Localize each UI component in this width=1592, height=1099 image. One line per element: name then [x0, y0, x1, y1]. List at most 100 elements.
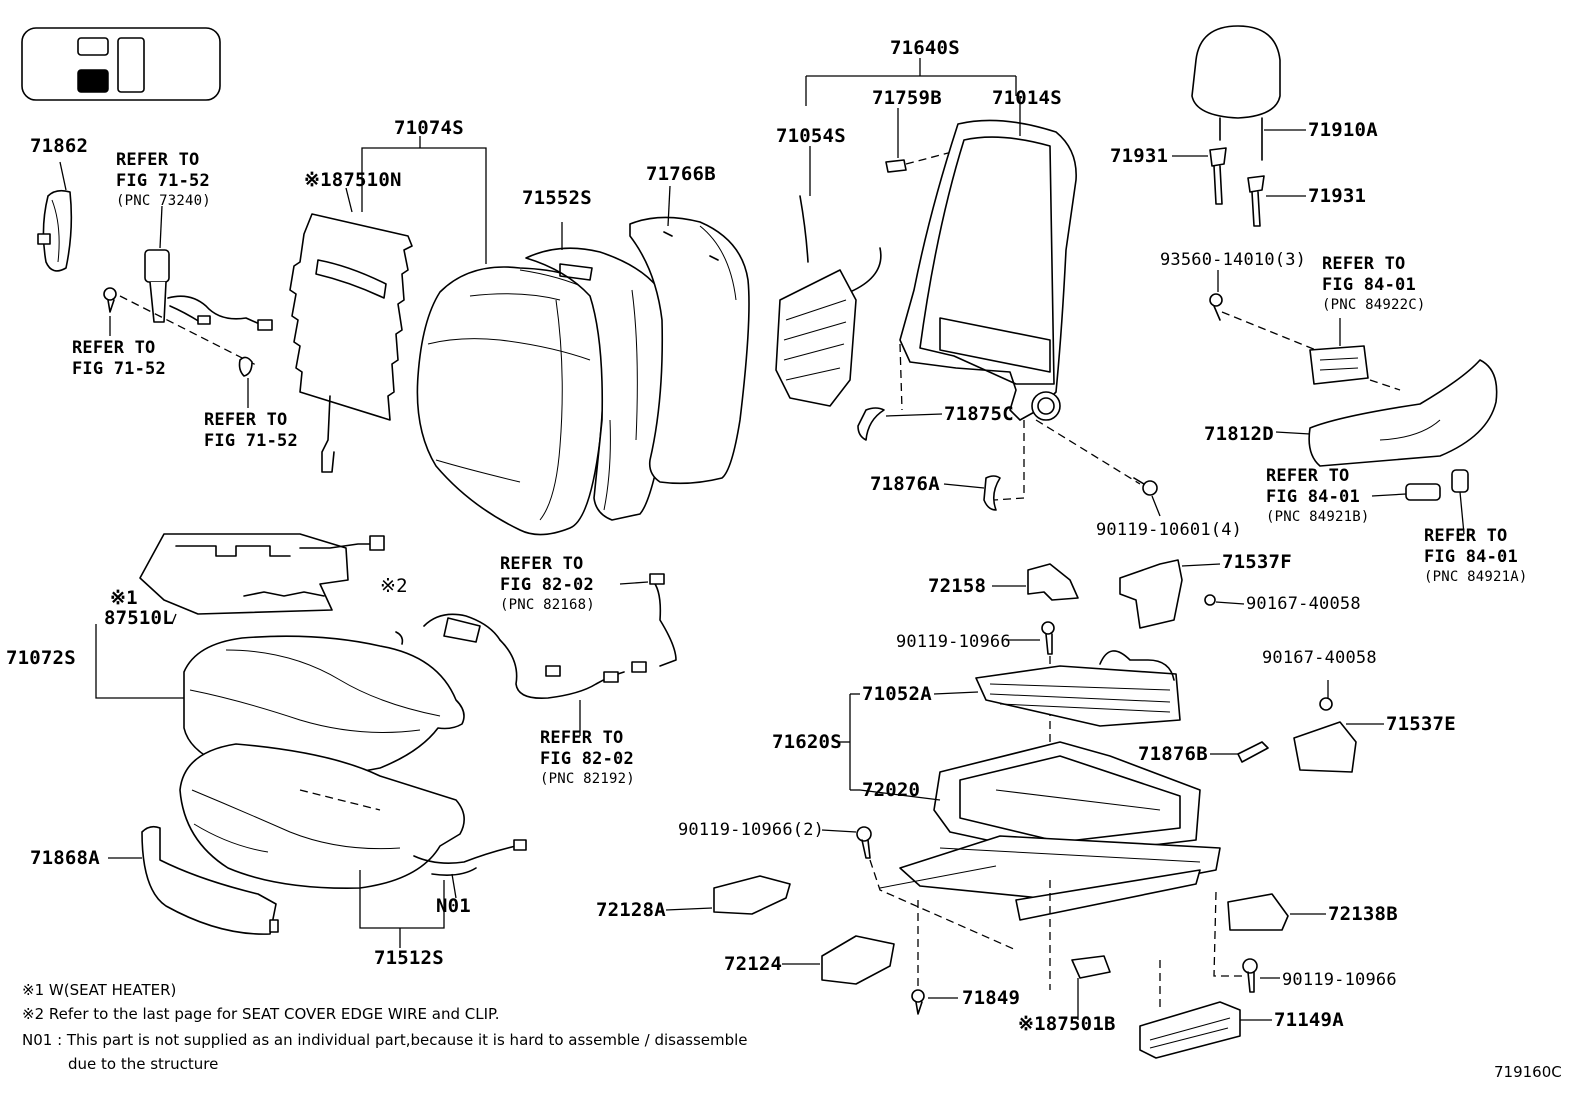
part-71849-clip	[911, 900, 958, 1015]
ref-fig71-52-b: REFER TO FIG 71-52	[72, 338, 166, 380]
part-71537E-bracket	[1293, 680, 1384, 773]
part-buckle-harness	[103, 205, 273, 408]
part-switch-knob-a	[1451, 469, 1469, 535]
ref-fig71-52-b-line1: REFER TO	[72, 338, 156, 358]
part-71640S-bracket-lines	[805, 58, 1017, 106]
ref-fig84-01-c-line1: REFER TO	[1424, 526, 1508, 546]
label-71072S: 71072S	[6, 647, 76, 669]
part-71512S-cushion-pad	[179, 743, 465, 948]
part-71149A-cover	[1139, 960, 1272, 1059]
label-93560-14010: 93560-14010(3)	[1160, 250, 1307, 270]
label-71876A: 71876A	[870, 473, 940, 495]
label-71868A: 71868A	[30, 847, 100, 869]
label-71862: 71862	[30, 135, 89, 157]
part-71931-guide	[1172, 147, 1306, 227]
ref-fig84-01-b-line1: REFER TO	[1266, 466, 1350, 486]
mark-2-clip: ※2	[380, 575, 408, 597]
label-71812D: 71812D	[1204, 423, 1274, 445]
note-seat-heater: ※1 W(SEAT HEATER)	[22, 981, 177, 999]
label-N01: N01	[436, 895, 471, 917]
label-90119-10966-2: 90119-10966(2)	[678, 820, 825, 840]
ref-fig82-02-b-line2: FIG 82-02	[540, 749, 634, 769]
label-71054S: 71054S	[776, 125, 846, 147]
mark-1-87501B: ※1	[1018, 1013, 1046, 1035]
part-71812D-shield	[1275, 359, 1498, 467]
ref-fig84-01-b: REFER TO FIG 84-01 (PNC 84921B)	[1266, 466, 1370, 526]
ref-fig84-01-a-line1: REFER TO	[1322, 254, 1406, 274]
part-seat-harness	[423, 573, 677, 736]
part-71766B-seatback-pad	[629, 185, 750, 485]
part-72138B-cover	[1227, 893, 1326, 931]
seat-locator-icon	[21, 27, 221, 101]
part-71074S-seatback-cover	[361, 136, 605, 536]
label-87510L: 87510L	[104, 607, 174, 629]
label-71849: 71849	[962, 987, 1021, 1009]
part-71868A-cover	[108, 825, 279, 935]
part-71054S-lumbar-support	[775, 146, 882, 407]
label-71766B: 71766B	[646, 163, 716, 185]
label-71074S: 71074S	[394, 117, 464, 139]
label-71759B: 71759B	[872, 87, 942, 109]
part-71014S-seatback-frame	[899, 96, 1141, 501]
label-90119-10966-b: 90119-10966	[1282, 970, 1397, 990]
part-71052A-spring-assy	[933, 650, 1181, 727]
part-72124-cover	[782, 935, 895, 985]
part-71876A-cover	[943, 475, 1001, 511]
label-90119-10601: 90119-10601(4)	[1096, 520, 1243, 540]
part-71537F-bracket	[1119, 559, 1245, 629]
label-71149A: 71149A	[1274, 1009, 1344, 1031]
ref-fig84-01-a: REFER TO FIG 84-01 (PNC 84922C)	[1322, 254, 1426, 314]
ref-fig84-01-b-line2: FIG 84-01	[1266, 487, 1360, 507]
part-71072S-cushion-cover	[95, 624, 465, 777]
label-72020: 72020	[862, 779, 921, 801]
label-87510N-number: 87510N	[331, 169, 402, 191]
label-72124: 72124	[724, 953, 783, 975]
part-seat-rails	[879, 835, 1221, 921]
ref-fig84-01-a-line2: FIG 84-01	[1322, 275, 1416, 295]
ref-fig71-52-a-pnc: (PNC 73240)	[116, 193, 211, 209]
label-87510N: ※187510N	[304, 170, 402, 191]
mark-1-87510L: ※1	[110, 587, 138, 609]
part-switch-connector	[1309, 318, 1401, 391]
ref-fig84-01-c-line2: FIG 84-01	[1424, 547, 1518, 567]
ref-fig82-02-a-line1: REFER TO	[500, 554, 584, 574]
label-71052A: 71052A	[862, 683, 932, 705]
label-71537E: 71537E	[1386, 713, 1456, 735]
ref-fig84-01-c-pnc: (PNC 84921A)	[1424, 569, 1528, 585]
ref-fig71-52-a: REFER TO FIG 71-52 (PNC 73240)	[116, 150, 211, 210]
part-93560-screw	[1209, 270, 1317, 351]
label-71875C: 71875C	[944, 403, 1014, 425]
part-71876B-cover	[1210, 741, 1269, 763]
part-90119-10966-lower-bolt	[1213, 891, 1280, 993]
label-90167-40058-a: 90167-40058	[1246, 594, 1361, 614]
label-71512S: 71512S	[374, 947, 444, 969]
label-87501B-number: 87501B	[1045, 1013, 1116, 1035]
part-71910A-headrest	[1191, 25, 1306, 161]
ref-fig71-52-c-line2: FIG 71-52	[204, 431, 298, 451]
label-72158: 72158	[928, 575, 987, 597]
label-71910A: 71910A	[1308, 119, 1378, 141]
part-90119-10966-2-bolt	[821, 826, 1017, 951]
note-edge-wire: ※2 Refer to the last page for SEAT COVER…	[22, 1005, 500, 1023]
ref-fig71-52-c: REFER TO FIG 71-52	[204, 410, 298, 452]
part-90119-10601-bolt	[1133, 477, 1161, 517]
ref-fig84-01-b-pnc: (PNC 84921B)	[1266, 509, 1370, 525]
part-clip-2	[395, 631, 404, 645]
note-n01: N01 : This part is not supplied as an in…	[22, 1031, 748, 1049]
part-72158-cover	[992, 563, 1079, 601]
note-n01-cont: due to the structure	[68, 1055, 219, 1073]
part-71620S-bracket-lines	[836, 693, 860, 791]
part-71759B-clip	[885, 108, 953, 173]
ref-fig82-02-b-line1: REFER TO	[540, 728, 624, 748]
label-71640S: 71640S	[890, 37, 960, 59]
part-switch-knob-b	[1371, 483, 1441, 501]
ref-fig84-01-c: REFER TO FIG 84-01 (PNC 84921A)	[1424, 526, 1528, 586]
label-71014S: 71014S	[992, 87, 1062, 109]
mark-1-87510N: ※1	[304, 169, 332, 191]
part-71552S-seatback-pad	[525, 222, 673, 521]
label-71620S: 71620S	[772, 731, 842, 753]
ref-fig71-52-c-line1: REFER TO	[204, 410, 288, 430]
ref-fig82-02-a-line2: FIG 82-02	[500, 575, 594, 595]
ref-fig71-52-a-line1: REFER TO	[116, 150, 200, 170]
label-71931-b: 71931	[1308, 185, 1367, 207]
